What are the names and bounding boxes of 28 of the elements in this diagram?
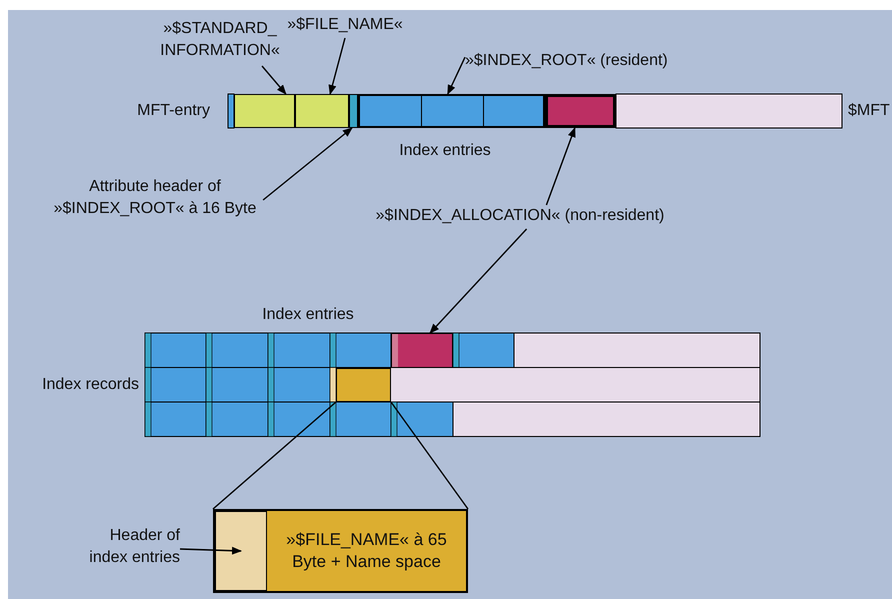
callout-text: Attribute header of »$INDEX_ROOT« à 16 Byte [40, 176, 270, 220]
callout-text: »$INDEX_ROOT« (resident) [465, 50, 705, 72]
arrow [261, 66, 286, 95]
arrow [328, 38, 346, 95]
index-allocation-segment [545, 94, 616, 128]
part-label: Index entries [398, 141, 492, 161]
arrow [262, 127, 353, 201]
file-label: $MFT [848, 101, 891, 121]
arrow [180, 546, 242, 555]
index-entry-cell [336, 368, 391, 402]
index-entry-cell [391, 333, 453, 368]
attribute-segment [295, 94, 349, 128]
callout-text: »$FILE_NAME« [280, 14, 410, 36]
callout-text: »$INDEX_ALLOCATION« (non-resident) [355, 205, 685, 227]
index-root-segment [358, 94, 545, 128]
zoom-line [212, 401, 336, 510]
header-segment [349, 94, 358, 128]
part-label: MFT-entry [136, 101, 210, 121]
part-label: Index records [41, 375, 139, 395]
entry-description: »$FILE_NAME« à 65 Byte + Name space [285, 529, 448, 573]
arrow [429, 228, 528, 334]
arrow [546, 127, 576, 206]
file-name-entry-box [213, 509, 468, 593]
arrow [447, 56, 466, 95]
entry-header-segment [215, 511, 267, 591]
part-label: Index entries [261, 305, 355, 325]
attribute-segment [234, 94, 295, 128]
callout-text: Header of index entries [70, 525, 180, 569]
